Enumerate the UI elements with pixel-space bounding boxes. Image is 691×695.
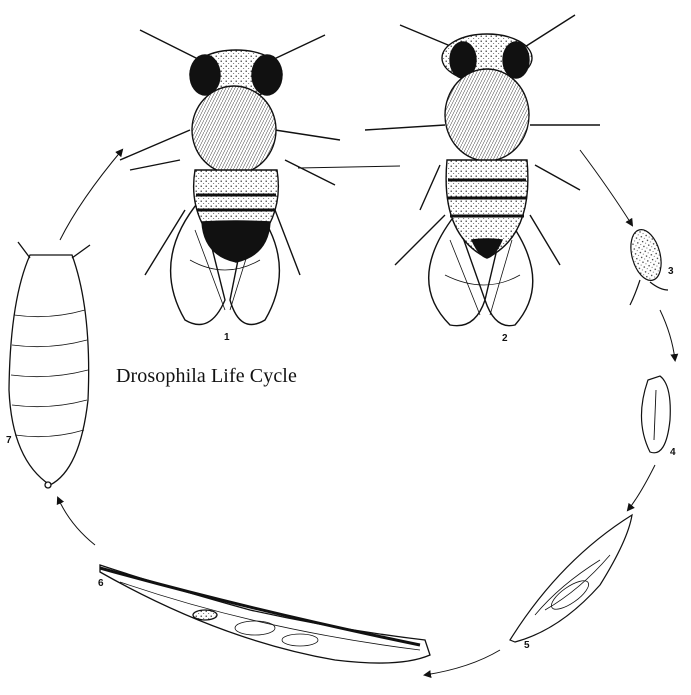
larva-third-instar <box>100 565 430 663</box>
diagram-title: Drosophila Life Cycle <box>116 365 297 388</box>
stage-label-1: 1 <box>224 332 230 343</box>
stage-label-4: 4 <box>670 447 676 458</box>
stage-label-6: 6 <box>98 578 104 589</box>
pupa-stage <box>9 242 90 488</box>
larva-later-instar <box>510 515 632 642</box>
stage-label-2: 2 <box>502 333 508 344</box>
stage-label-3: 3 <box>668 266 674 277</box>
adult-female-fly <box>365 15 600 326</box>
larva-first-instar <box>641 376 670 453</box>
adult-male-fly <box>120 30 340 325</box>
adult-pair-line <box>298 166 400 168</box>
stage-label-5: 5 <box>524 640 530 651</box>
stage-label-7: 7 <box>6 435 12 446</box>
egg-stage <box>626 226 668 305</box>
